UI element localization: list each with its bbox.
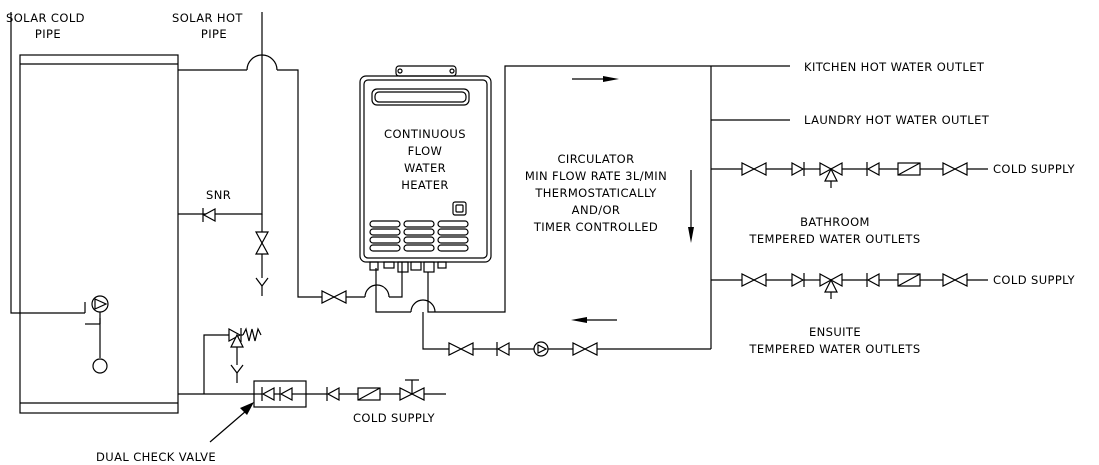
snr-valve — [202, 207, 216, 223]
solar-pump — [91, 295, 109, 374]
dual-check-valve-pointer — [209, 402, 254, 443]
tank-cold-supply-line — [178, 379, 446, 408]
heater-vent-grille — [369, 220, 469, 252]
label-ensuite-line2: TEMPERED WATER OUTLETS — [748, 342, 920, 356]
heater-hot-outlet-pipe — [427, 65, 790, 349]
label-solar-hot-pipe-line1: SOLAR HOT — [172, 11, 243, 25]
label-circulator-line2: MIN FLOW RATE 3L/MIN — [525, 169, 667, 183]
flow-arrow-right — [572, 76, 619, 82]
label-cold-supply-bathroom: COLD SUPPLY — [993, 162, 1075, 176]
solar-cold-pipe — [10, 12, 101, 325]
label-bathroom-line1: BATHROOM — [800, 215, 870, 229]
label-circulator-line3: THERMOSTATICALLY — [534, 186, 657, 200]
heater-inlet-valve — [321, 290, 347, 304]
heater-connections — [369, 261, 447, 273]
solar-hot-pipe — [178, 12, 263, 215]
ensuite-tempered-valve-train — [741, 272, 988, 299]
tank-hot-outlet-pipe — [178, 54, 403, 298]
label-circulator-line1: CIRCULATOR — [558, 152, 635, 166]
label-dual-check-valve: DUAL CHECK VALVE — [96, 450, 216, 464]
label-circulator-line4: AND/OR — [572, 203, 621, 217]
label-solar-cold-pipe-line1: SOLAR COLD — [6, 11, 85, 25]
label-bathroom-line2: TEMPERED WATER OUTLETS — [748, 232, 920, 246]
flow-arrow-left — [571, 317, 617, 323]
label-kitchen-outlet: KITCHEN HOT WATER OUTLET — [804, 60, 985, 74]
label-heater-line2: FLOW — [408, 144, 443, 158]
label-cold-supply-ensuite: COLD SUPPLY — [993, 273, 1075, 287]
circulator-pump — [533, 341, 549, 357]
return-isolation-valve-right — [572, 342, 598, 356]
label-laundry-outlet: LAUNDRY HOT WATER OUTLET — [804, 113, 990, 127]
return-isolation-valve-left — [448, 342, 474, 356]
label-circulator-line5: TIMER CONTROLLED — [533, 220, 658, 234]
label-heater-line4: HEATER — [401, 178, 449, 192]
label-cold-supply-tank: COLD SUPPLY — [353, 411, 435, 425]
return-pipe — [375, 268, 711, 350]
label-heater-line1: CONTINUOUS — [384, 127, 466, 141]
flow-arrow-down — [688, 170, 694, 243]
solar-storage-tank — [19, 54, 179, 414]
label-heater-line3: WATER — [404, 161, 446, 175]
label-solar-hot-pipe-line2: PIPE — [201, 27, 227, 41]
label-solar-cold-pipe-line2: PIPE — [35, 27, 61, 41]
label-ensuite-line1: ENSUITE — [809, 325, 861, 339]
label-snr: SNR — [206, 188, 231, 202]
return-check-valve — [496, 341, 510, 357]
isolation-valve-vertical — [254, 214, 270, 296]
tempering-relief-valve — [203, 327, 262, 394]
continuous-flow-water-heater — [359, 65, 492, 273]
bathroom-tempered-valve-train — [741, 161, 988, 188]
